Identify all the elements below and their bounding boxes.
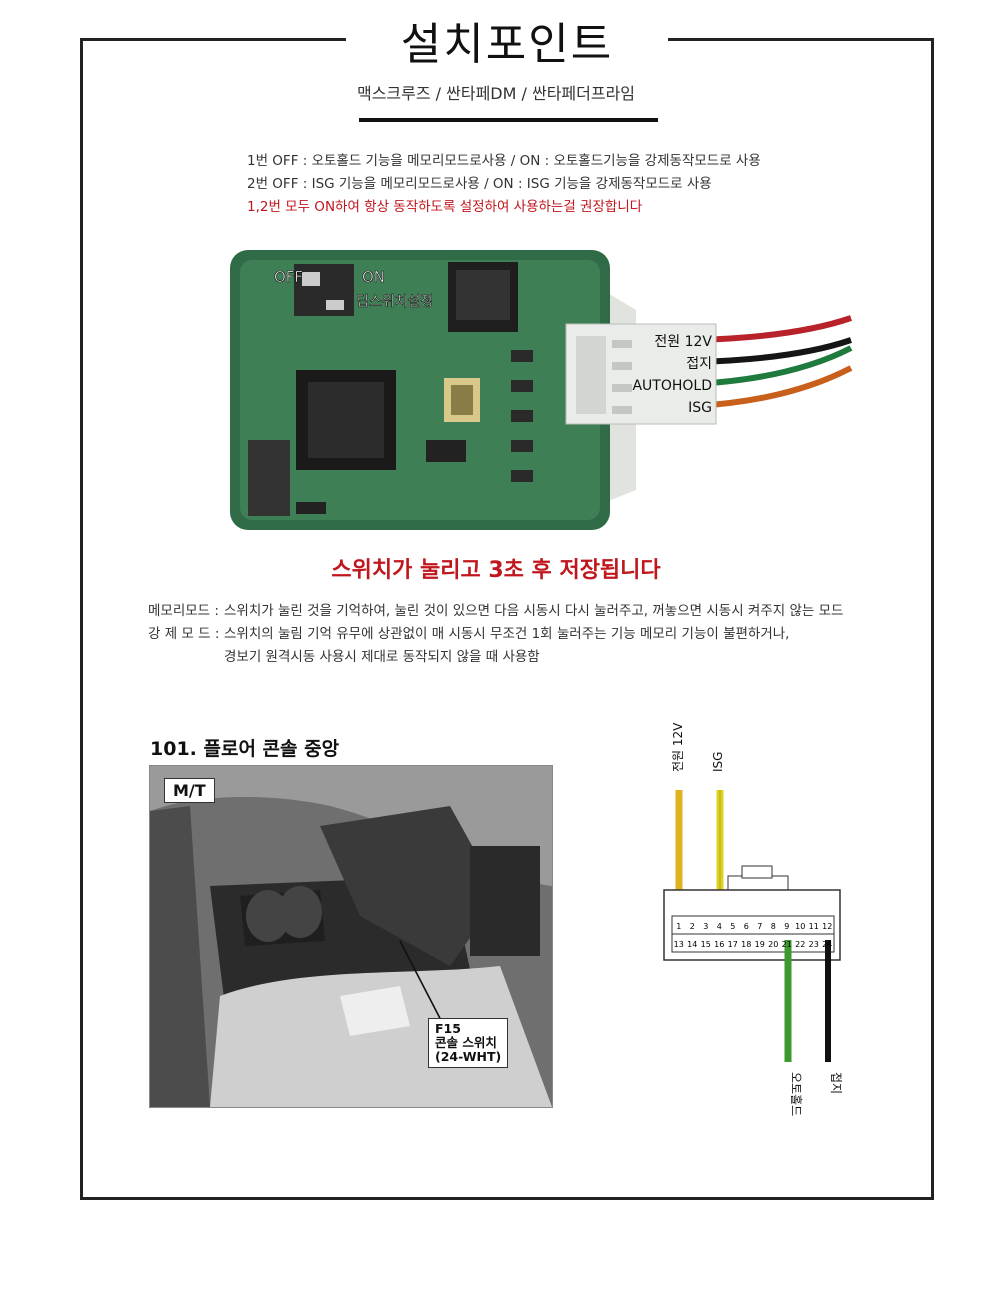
label-ground: 접지 (829, 1072, 843, 1094)
pin-number: 23 (809, 940, 819, 949)
memory-mode-text: 스위치가 눌린 것을 기억하여, 눌린 것이 있으면 다음 시동시 다시 눌러주… (224, 603, 844, 619)
wire-label-power: 전원 12V (654, 334, 712, 350)
pin-number: 14 (687, 940, 697, 949)
pin-number: 5 (730, 922, 735, 931)
wire-ground (695, 337, 852, 365)
pin-number: 11 (809, 922, 819, 931)
pin-number: 7 (757, 922, 762, 931)
console-location-title: 101. 플로어 콘솔 중앙 (150, 738, 340, 760)
subtitle-underline (359, 118, 658, 122)
console-photo: M/T F15 콘솔 스위치 (24-WHT) (149, 765, 553, 1108)
save-message: 스위치가 눌리고 3초 후 저장됩니다 (331, 558, 661, 583)
mode-descriptions: 메모리모드 : 스위치가 눌린 것을 기억하여, 눌린 것이 있으면 다음 시동시… (148, 600, 843, 669)
pin-number: 12 (822, 922, 832, 931)
pin-number: 3 (703, 922, 708, 931)
label-power-12v: 전원 12V (671, 722, 685, 772)
pin-number: 19 (755, 940, 765, 949)
switch-callout: F15 콘솔 스위치 (24-WHT) (428, 1018, 509, 1068)
callout-line-1: F15 (435, 1021, 461, 1036)
note-1: 1번 OFF : 오토홀드 기능을 메모리모드로사용 / ON : 오토홀드기능… (247, 153, 761, 169)
pin-number: 20 (768, 940, 778, 949)
pin-number: 18 (741, 940, 751, 949)
wire-label-ground: 접지 (686, 356, 712, 372)
wire-power (695, 315, 852, 343)
dip-switch-notes: 1번 OFF : 오토홀드 기능을 메모리모드로사용 / ON : 오토홀드기능… (247, 150, 761, 219)
pin-number: 24 (822, 940, 832, 949)
pin-number: 8 (771, 922, 776, 931)
mt-label: M/T (164, 778, 215, 803)
pin-number: 2 (690, 922, 695, 931)
wire-isg (695, 365, 853, 409)
memory-mode-label: 메모리모드 : (148, 603, 219, 619)
vehicle-models: 맥스크루즈 / 싼타페DM / 싼타페더프라임 (356, 84, 636, 103)
pin-number: 9 (784, 922, 789, 931)
force-mode-text: 스위치의 눌림 기억 유무에 상관없이 매 시동시 무조건 1회 눌러주는 기능… (224, 626, 790, 642)
module-board-image: OFF ON 딥스위치설정 전원 12V 접지 AUTOHOLD ISG (226, 240, 856, 540)
note-recommend: 1,2번 모두 ON하여 항상 동작하도록 설정하여 사용하는걸 권장합니다 (247, 199, 643, 215)
pin-number: 6 (744, 922, 749, 931)
page-title: 설치포인트 (400, 19, 614, 70)
note-2: 2번 OFF : ISG 기능을 메모리모드로사용 / ON : ISG 기능을… (247, 176, 712, 192)
dip-switch-label: 딥스위치설정 (356, 294, 433, 310)
dip-off-label: OFF (274, 268, 303, 286)
pin-number: 16 (714, 940, 724, 949)
pin-number: 22 (795, 940, 805, 949)
pin-number: 17 (728, 940, 738, 949)
force-mode-label: 강 제 모 드 : (148, 626, 220, 642)
callout-line-2: 콘솔 스위치 (435, 1035, 497, 1050)
pin-number: 15 (701, 940, 711, 949)
pin-number: 1 (676, 922, 681, 931)
label-isg: ISG (711, 752, 725, 772)
wire-label-autohold: AUTOHOLD (632, 378, 712, 394)
pin-number: 10 (795, 922, 805, 931)
pin-number: 21 (782, 940, 792, 949)
pin-number: 13 (674, 940, 684, 949)
force-mode-text-2: 경보기 원격시동 사용시 제대로 동작되지 않을 때 사용함 (224, 649, 540, 665)
label-autohold: 오토홀드 (789, 1072, 803, 1116)
wire-autohold (695, 345, 853, 387)
pin-number: 4 (717, 922, 722, 931)
title-mask (346, 10, 668, 70)
callout-line-3: (24-WHT) (435, 1049, 502, 1064)
dip-on-label: ON (362, 268, 385, 286)
wire-label-isg: ISG (688, 400, 712, 416)
